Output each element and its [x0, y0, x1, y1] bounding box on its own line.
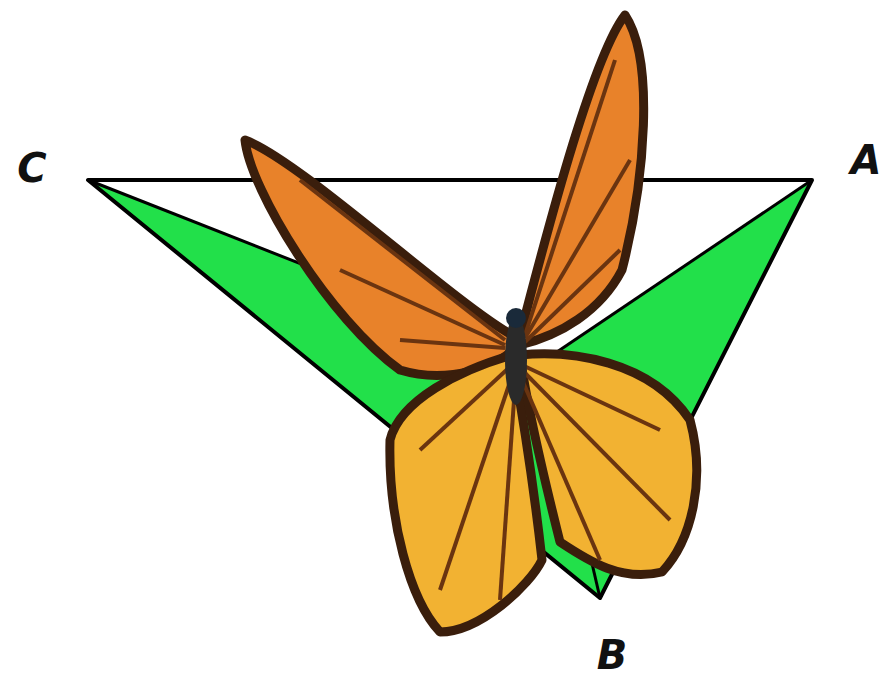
vertex-label: C [17, 148, 46, 188]
butterfly-head [506, 308, 526, 328]
butterfly [245, 15, 697, 632]
butterfly-body [505, 315, 527, 405]
vertex-label: B [597, 635, 628, 675]
wing-veins [300, 60, 670, 600]
vertex-label: A [851, 140, 882, 180]
